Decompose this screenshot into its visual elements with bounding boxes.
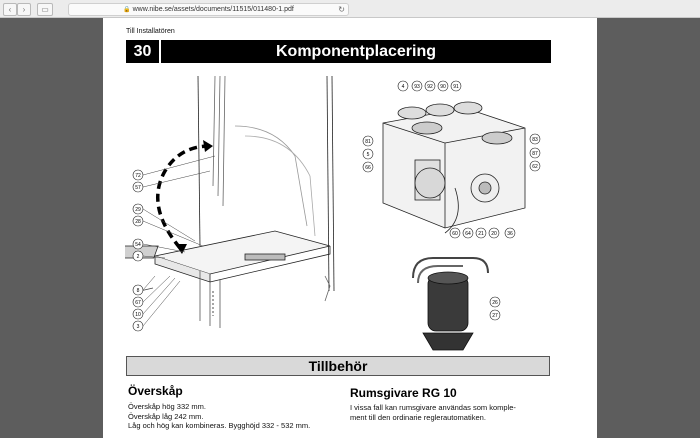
section-title: Komponentplacering [161,40,551,63]
overskap-heading: Överskåp [128,384,183,398]
rumsgivare-text: I vissa fall kan rumsgivare användas som… [350,403,516,422]
svg-text:54: 54 [135,242,141,248]
address-bar[interactable]: 🔒www.nibe.se/assets/documents/11515/0114… [68,3,349,16]
svg-text:64: 64 [465,231,471,237]
browser-toolbar: ‹ › ▭ 🔒www.nibe.se/assets/documents/1151… [0,0,700,18]
callout-label: 93 [411,80,423,92]
text-line: Låg och hög kan kombineras. Bygghöjd 332… [128,421,311,430]
svg-text:4: 4 [402,84,405,90]
svg-text:66: 66 [365,165,371,171]
callout-label: 36 [504,227,516,239]
callout-label: 83 [529,133,541,145]
callout-label: 28 [132,215,144,227]
svg-text:20: 20 [491,231,497,237]
callout-label: 92 [424,80,436,92]
text-line: I vissa fall kan rumsgivare användas som… [350,403,516,412]
callout-label: 60 [449,227,461,239]
svg-text:90: 90 [440,84,446,90]
back-icon: ‹ [8,5,12,14]
svg-text:29: 29 [135,207,141,213]
svg-text:36: 36 [507,231,513,237]
callout-label: 72 [132,169,144,181]
svg-text:5: 5 [367,152,370,158]
svg-text:2: 2 [137,254,140,260]
sidebar-icon: ▭ [41,5,49,14]
callout-label: 27 [489,309,501,321]
svg-text:81: 81 [365,139,371,145]
left-callouts: 72 57 29 28 54 2 8 67 10 3 [132,169,144,332]
callout-label: 90 [437,80,449,92]
callout-label: 29 [132,203,144,215]
text-line: Överskåp låg 242 mm. [128,411,204,421]
callout-label: 2 [132,250,144,262]
forward-button[interactable]: › [17,3,31,16]
callout-label: 20 [488,227,500,239]
svg-text:72: 72 [135,173,141,179]
svg-text:21: 21 [478,231,484,237]
svg-text:67: 67 [135,300,141,306]
callout-label: 21 [475,227,487,239]
section-number: 30 [126,40,159,63]
lock-icon: 🔒 [123,7,131,13]
callout-label: 66 [362,161,374,173]
svg-text:91: 91 [453,84,459,90]
text-line: Överskåp hög 332 mm. [128,402,206,411]
svg-text:28: 28 [135,219,141,225]
callout-label: 91 [450,80,462,92]
callout-label: 57 [132,181,144,193]
address-text: www.nibe.se/assets/documents/11515/01148… [132,6,294,13]
rumsgivare-heading: Rumsgivare RG 10 [350,386,457,400]
callout-label: 54 [132,238,144,250]
callout-label: 10 [132,308,144,320]
svg-text:57: 57 [135,185,141,191]
svg-text:3: 3 [137,324,140,330]
callout-label: 5 [362,148,374,160]
svg-text:8: 8 [137,288,140,294]
svg-text:93: 93 [414,84,420,90]
svg-text:92: 92 [427,84,433,90]
sidebar-button[interactable]: ▭ [37,3,53,16]
callout-label: 8 [132,284,144,296]
text-line: ment till den ordinarie reglerautomatike… [350,412,486,422]
overskap-text: Överskåp hög 332 mm. Överskåp låg 242 mm… [128,402,310,431]
callout-label: 67 [132,296,144,308]
accessories-title: Tillbehör [126,356,550,376]
callout-label: 4 [397,80,409,92]
forward-icon: › [22,5,26,14]
running-header: Till Installatören [126,28,175,35]
callout-label: 62 [529,160,541,172]
callout-label: 87 [529,147,541,159]
svg-text:10: 10 [135,312,141,318]
compressor-figure: 26 27 [412,257,501,351]
ventilation-unit-figure: 4 93 92 90 91 81 5 66 83 87 62 60 64 21 … [362,80,541,239]
callout-label: 26 [489,296,501,308]
svg-text:60: 60 [452,231,458,237]
pdf-page: Till Installatören 30 Komponentplacering… [103,18,597,438]
callout-label: 64 [462,227,474,239]
callout-label: 81 [362,135,374,147]
svg-text:87: 87 [532,151,538,157]
svg-text:26: 26 [492,300,498,306]
back-button[interactable]: ‹ [3,3,17,16]
cabinet-figure: 72 57 29 28 54 2 8 67 10 3 [125,76,335,332]
svg-text:27: 27 [492,313,498,319]
svg-text:62: 62 [532,164,538,170]
callout-label: 3 [132,320,144,332]
svg-text:83: 83 [532,137,538,143]
reload-icon[interactable]: ↻ [338,5,345,14]
